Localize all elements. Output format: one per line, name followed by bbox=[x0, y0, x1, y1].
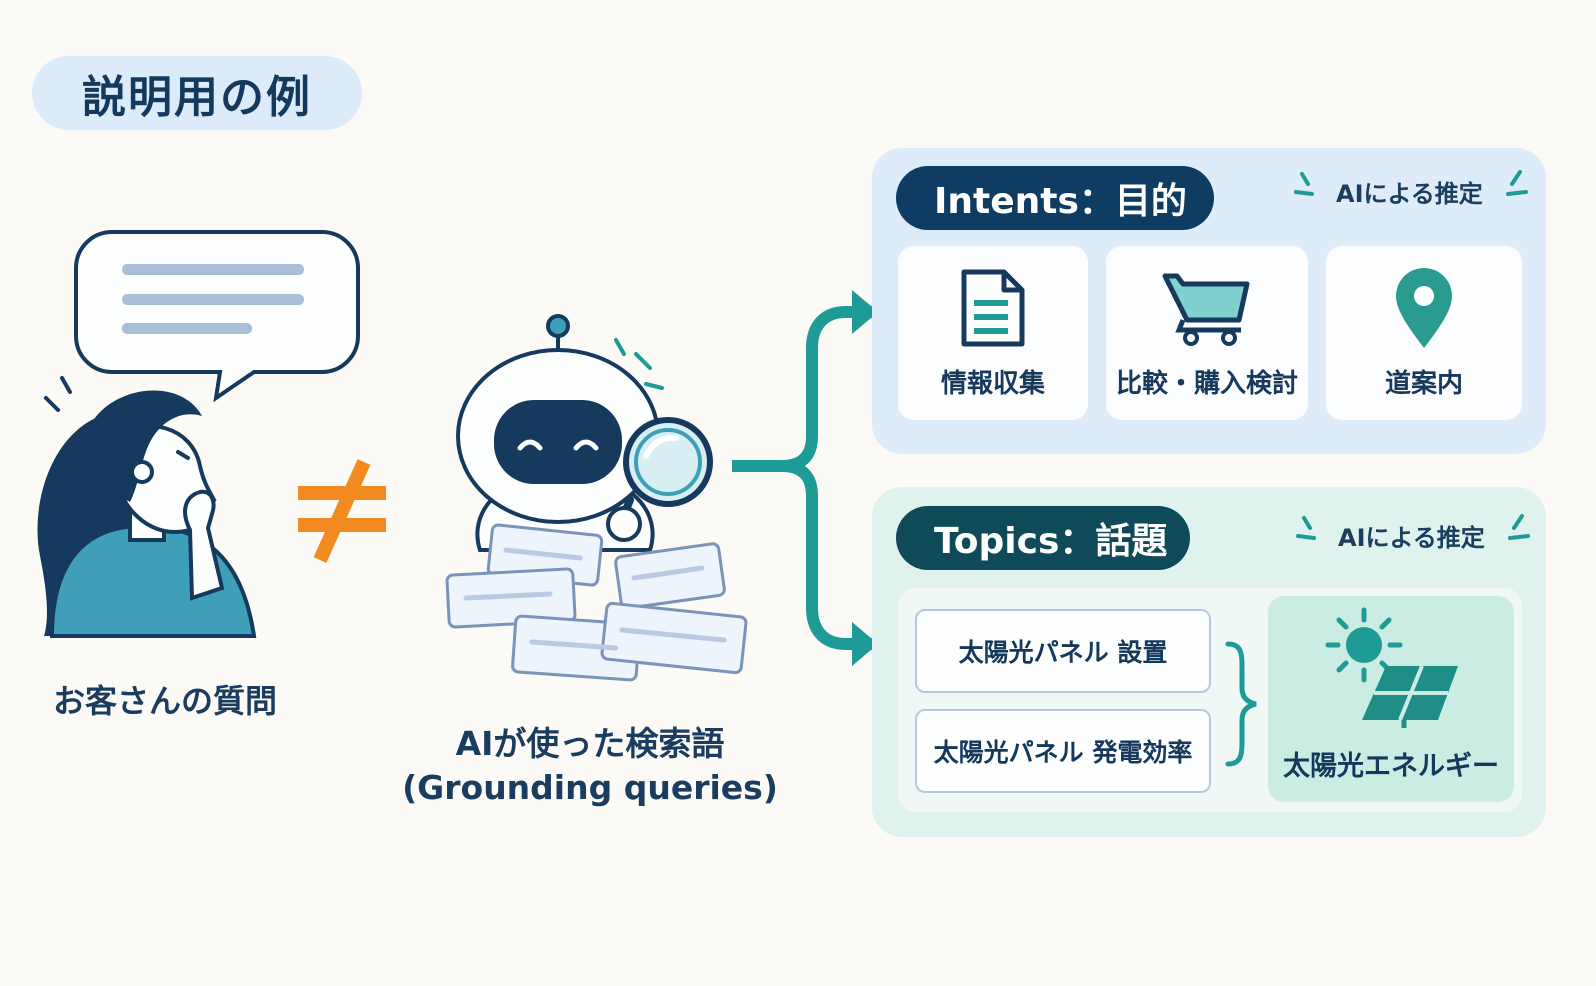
intent-card-compare: 比較・購入検討 bbox=[1106, 246, 1308, 420]
ai-queries-caption-line2: (Grounding queries) bbox=[402, 768, 778, 807]
intents-ai-tag: AIによる推定 bbox=[1336, 180, 1483, 208]
arrow-up-head bbox=[852, 290, 878, 334]
robot-illustration bbox=[445, 314, 748, 682]
customer-illustration bbox=[37, 230, 360, 638]
document-icon bbox=[961, 269, 1025, 347]
intents-heading: Intents：目的 bbox=[896, 166, 1214, 230]
branch-arrows bbox=[732, 290, 878, 666]
page-title: 説明用の例 bbox=[32, 56, 362, 130]
ai-queries-caption: AIが使った検索語 (Grounding queries) bbox=[395, 722, 785, 810]
sparkle-left-icon bbox=[1296, 516, 1316, 540]
bracket-icon bbox=[1225, 641, 1257, 767]
sparkle-right-icon bbox=[1508, 514, 1530, 540]
map-pin-icon bbox=[1396, 268, 1452, 348]
intent-card-label: 情報収集 bbox=[940, 369, 1045, 399]
speech-bubble-icon bbox=[74, 230, 360, 403]
arrow-down-head bbox=[852, 622, 878, 666]
ai-queries-caption-line1: AIが使った検索語 bbox=[455, 724, 725, 763]
sparkle-left-icon bbox=[1294, 172, 1314, 196]
topic-item: 太陽光パネル 設置 bbox=[915, 609, 1211, 693]
sparkle-right-icon bbox=[1506, 170, 1528, 196]
solar-panel-icon bbox=[1325, 607, 1458, 728]
topic-item: 太陽光パネル 発電効率 bbox=[915, 709, 1211, 793]
cart-icon bbox=[1162, 273, 1250, 346]
customer-caption: お客さんの質問 bbox=[52, 682, 277, 720]
topics-ai-tag: AIによる推定 bbox=[1338, 524, 1485, 552]
intent-card-label: 道案内 bbox=[1384, 369, 1463, 399]
topics-heading: Topics：話題 bbox=[896, 506, 1190, 570]
intent-card-label: 比較・購入検討 bbox=[1115, 369, 1298, 399]
topic-summary-label: 太陽光エネルギー bbox=[1283, 751, 1499, 782]
intent-card-information: 情報収集 bbox=[898, 246, 1088, 420]
intent-card-directions: 道案内 bbox=[1326, 246, 1522, 420]
query-cards-icon bbox=[445, 523, 748, 682]
not-equal-icon bbox=[298, 459, 386, 563]
magnifier-icon bbox=[606, 417, 713, 542]
